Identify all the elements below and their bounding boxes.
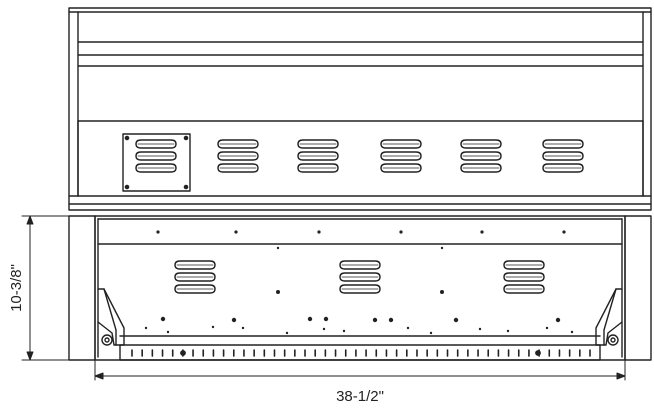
mount-screw — [183, 135, 189, 141]
rivet — [372, 317, 378, 323]
width-dimension: 38-1/2" — [94, 359, 626, 405]
vent — [503, 260, 545, 294]
rivets — [144, 230, 574, 335]
hood-vents — [135, 139, 584, 173]
cavity-vents — [174, 260, 545, 294]
rivet — [506, 329, 510, 333]
knob-left-cap — [104, 337, 110, 343]
vent-louver — [297, 163, 339, 173]
vent-louver — [339, 272, 381, 282]
rivet — [144, 326, 148, 330]
vent-louver — [542, 139, 584, 149]
side-panel-right — [624, 215, 652, 361]
mount-screw — [183, 184, 189, 190]
rivet — [388, 317, 394, 323]
hood-outline — [68, 7, 652, 211]
vent — [174, 260, 216, 294]
vent-louver — [380, 163, 422, 173]
height-dimension-label: 10-3/8" — [8, 264, 25, 312]
rivet — [241, 326, 245, 330]
rivet — [399, 230, 403, 234]
rivet — [453, 317, 459, 323]
vent-louver — [217, 139, 259, 149]
height-dimension: 10-3/8" — [8, 215, 70, 361]
rivet — [322, 327, 326, 331]
front-rail-slots — [131, 349, 591, 357]
vent-louver — [297, 139, 339, 149]
vent — [380, 139, 422, 173]
vent-louver — [339, 260, 381, 270]
rivet — [276, 290, 280, 294]
rail-screw — [180, 350, 186, 356]
vent-louver — [460, 139, 502, 149]
rivet — [231, 317, 237, 323]
rail-screw — [535, 350, 541, 356]
rivet — [160, 316, 166, 322]
rivet — [478, 327, 482, 331]
vent-louver — [174, 272, 216, 282]
knob-left — [101, 334, 113, 346]
vent-louver — [503, 260, 545, 270]
arrowhead — [26, 351, 34, 361]
rivet — [307, 316, 313, 322]
rivet — [555, 317, 561, 323]
rivet — [234, 230, 238, 234]
rivet — [429, 331, 433, 335]
vent — [217, 139, 259, 173]
vent-louver — [503, 284, 545, 294]
rivet — [211, 325, 215, 329]
vent-louver — [135, 139, 177, 149]
knob-right-cap — [610, 337, 616, 343]
vent-louver — [503, 272, 545, 282]
rivet — [317, 230, 321, 234]
vent — [339, 260, 381, 294]
vent — [460, 139, 502, 173]
knob-right — [607, 334, 619, 346]
rivet — [406, 326, 410, 330]
vent — [542, 139, 584, 173]
rivet — [276, 246, 280, 250]
hood-housing — [68, 7, 652, 211]
mount-screw — [124, 135, 130, 141]
front-rail — [119, 344, 601, 361]
mount-screw — [124, 184, 130, 190]
vent-louver — [135, 163, 177, 173]
vent-mount-plate — [122, 133, 191, 192]
vent-louver — [542, 163, 584, 173]
side-panel-left — [68, 215, 96, 361]
rivet — [323, 316, 329, 322]
width-dimension-label: 38-1/2" — [336, 388, 384, 405]
vent-louver — [297, 151, 339, 161]
side-bracket-right-inner — [603, 288, 617, 346]
side-bracket-left-inner — [103, 288, 117, 346]
vent-louver — [339, 284, 381, 294]
rivet — [570, 330, 574, 334]
rivet — [285, 331, 289, 335]
firebox — [68, 215, 652, 361]
rivet — [545, 326, 549, 330]
vent-louver — [217, 163, 259, 173]
vent-louver — [380, 151, 422, 161]
vent-louver — [174, 284, 216, 294]
arrowhead — [94, 372, 104, 380]
arrowhead — [616, 372, 626, 380]
rivet — [440, 290, 444, 294]
vent-louver — [542, 151, 584, 161]
rivet — [440, 246, 444, 250]
vent-louver — [380, 139, 422, 149]
vent-louver — [217, 151, 259, 161]
vent-louver — [135, 151, 177, 161]
vent-louver — [174, 260, 216, 270]
arrowhead — [26, 215, 34, 225]
vent — [297, 139, 339, 173]
rivet — [166, 330, 170, 334]
rivet — [562, 230, 566, 234]
rivet — [156, 230, 160, 234]
rivet — [480, 230, 484, 234]
vent — [135, 139, 177, 173]
vent-louver — [460, 163, 502, 173]
vent-louver — [460, 151, 502, 161]
rivet — [342, 329, 346, 333]
